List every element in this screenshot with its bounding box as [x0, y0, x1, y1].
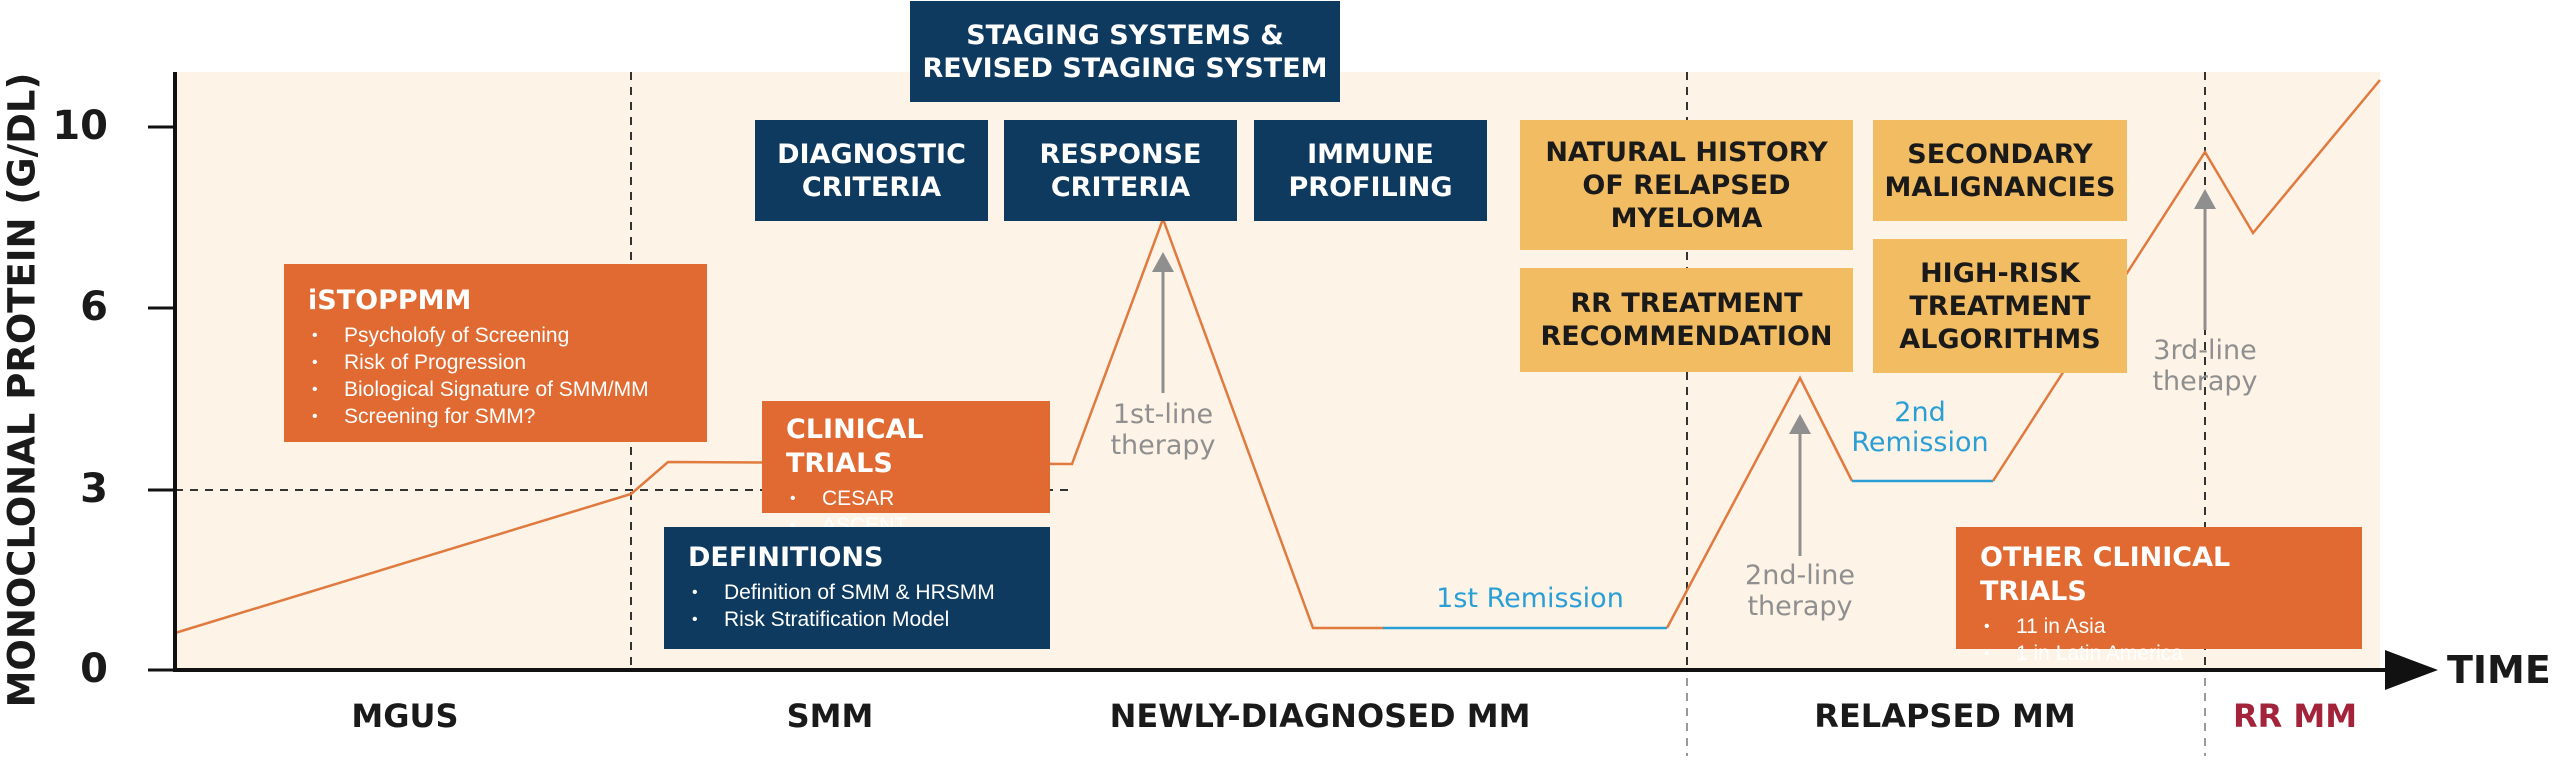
first-line-therapy-arrow: [1152, 252, 1174, 393]
y-tick-label-3: 3: [80, 466, 108, 512]
definitions-title: DEFINITIONS: [688, 542, 884, 573]
high-risk-algorithms-text: HIGH-RISK TREATMENT ALGORITHMS: [1899, 257, 2101, 355]
third-line-therapy-arrow: [2194, 189, 2216, 330]
rr-treatment-box: RR TREATMENT RECOMMENDATION: [1520, 268, 1853, 372]
y-axis-label: MONOCLONAL PROTEIN (G/DL): [0, 72, 44, 708]
secondary-malignancies-text: SECONDARY MALIGNANCIES: [1884, 138, 2116, 203]
secondary-malignancies-box: SECONDARY MALIGNANCIES: [1873, 120, 2127, 221]
phase-mgus: MGUS: [351, 697, 459, 735]
definitions-box: DEFINITIONS Definition of SMM & HRSMM Ri…: [664, 527, 1050, 649]
y-tick-label-10: 10: [52, 103, 108, 149]
staging-systems-text: STAGING SYSTEMS & REVISED STAGING SYSTEM: [922, 19, 1328, 84]
first-remission-label: 1st Remission: [1436, 583, 1624, 614]
other-clinical-trials-title: OTHER CLINICAL TRIALS: [1980, 542, 2231, 607]
phase-newly-diagnosed-mm: NEWLY-DIAGNOSED MM: [1109, 697, 1531, 735]
clinical-trials-title: CLINICAL TRIALS: [786, 414, 924, 479]
second-remission-label: 2nd Remission: [1851, 397, 1989, 458]
list-item: CESAR: [786, 485, 1026, 512]
mprotein-curve-main: [174, 215, 1383, 635]
phase-relapsed-mm: RELAPSED MM: [1814, 697, 2076, 735]
response-criteria-box: RESPONSE CRITERIA: [1004, 120, 1237, 221]
x-axis-arrowhead: [2385, 650, 2438, 690]
natural-history-text: NATURAL HISTORY OF RELAPSED MYELOMA: [1545, 136, 1828, 234]
list-item: Psycholofy of Screening: [308, 322, 683, 349]
list-item: 11 in Asia: [1980, 613, 2338, 640]
third-line-therapy-label: 3rd-line therapy: [2152, 335, 2258, 397]
first-line-therapy-label: 1st-line therapy: [1110, 399, 1216, 461]
istoppmm-box: iSTOPPMM Psycholofy of Screening Risk of…: [284, 264, 707, 442]
phase-smm: SMM: [786, 697, 874, 735]
immune-profiling-text: IMMUNE PROFILING: [1288, 138, 1453, 203]
second-line-therapy-arrow: [1789, 414, 1811, 556]
x-axis-label: TIME: [2447, 648, 2551, 692]
istoppmm-title: iSTOPPMM: [308, 285, 472, 316]
y-tick-label-0: 0: [80, 646, 108, 692]
list-item: 1 in Latin America: [1980, 640, 2338, 667]
rr-treatment-text: RR TREATMENT RECOMMENDATION: [1540, 288, 1833, 352]
mprotein-curve-relapse: [1665, 375, 1854, 629]
other-clinical-trials-list: 11 in Asia 1 in Latin America: [1980, 613, 2338, 667]
response-criteria-text: RESPONSE CRITERIA: [1039, 138, 1202, 203]
immune-profiling-box: IMMUNE PROFILING: [1254, 120, 1487, 221]
list-item: Biological Signature of SMM/MM: [308, 376, 683, 403]
definitions-list: Definition of SMM & HRSMM Risk Stratific…: [688, 579, 1026, 633]
list-item: Definition of SMM & HRSMM: [688, 579, 1026, 606]
phase-rr-mm: RR MM: [2232, 697, 2358, 735]
high-risk-algorithms-box: HIGH-RISK TREATMENT ALGORITHMS: [1873, 239, 2127, 373]
y-tick-label-6: 6: [80, 284, 108, 330]
istoppmm-list: Psycholofy of Screening Risk of Progress…: [308, 322, 683, 430]
clinical-trials-box: CLINICAL TRIALS CESAR ASCENT: [762, 401, 1050, 539]
list-item: Risk of Progression: [308, 349, 683, 376]
other-clinical-trials-box: OTHER CLINICAL TRIALS 11 in Asia 1 in La…: [1956, 527, 2362, 667]
diagnostic-criteria-box: DIAGNOSTIC CRITERIA: [755, 120, 988, 221]
staging-systems-box: STAGING SYSTEMS & REVISED STAGING SYSTEM: [910, 1, 1340, 102]
list-item: Screening for SMM?: [308, 403, 683, 430]
natural-history-box: NATURAL HISTORY OF RELAPSED MYELOMA: [1520, 120, 1853, 250]
list-item: Risk Stratification Model: [688, 606, 1026, 633]
diagnostic-criteria-text: DIAGNOSTIC CRITERIA: [777, 138, 966, 203]
second-line-therapy-label: 2nd-line therapy: [1745, 560, 1855, 622]
